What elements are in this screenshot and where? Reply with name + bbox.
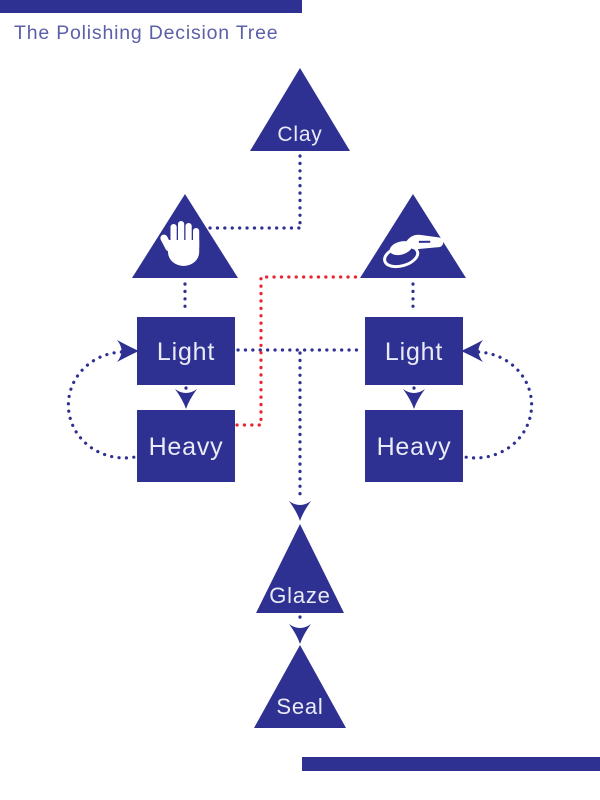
- edge-hand-heavy-loop-arc: [66, 350, 150, 460]
- polisher-icon: [383, 234, 444, 269]
- node-clay-triangle: [250, 68, 350, 151]
- header-accent-bar: [0, 0, 302, 13]
- arrow-into-hand-light-icon: [117, 340, 139, 362]
- hand-icon: [160, 221, 200, 266]
- node-glaze-label: Glaze: [269, 583, 330, 608]
- arrow-down-hand-heavy-icon: [175, 389, 197, 409]
- node-seal-triangle: [254, 645, 346, 728]
- node-machine-light-box: [365, 317, 463, 385]
- edge-hand-heavy-to-machine-red: [235, 275, 362, 427]
- node-machine-heavy-label: Heavy: [377, 433, 452, 461]
- edge-machine-heavy-loop-arc: [450, 350, 534, 460]
- node-seal-label: Seal: [276, 694, 323, 719]
- arrow-down-seal-icon: [289, 624, 311, 644]
- footer-accent-bar: [302, 757, 600, 771]
- arrow-down-glaze-icon: [289, 501, 311, 521]
- arrow-into-machine-light-icon: [461, 340, 483, 362]
- page-title: The Polishing Decision Tree: [14, 22, 278, 44]
- arrow-down-machine-heavy-icon: [403, 389, 425, 409]
- node-clay-label: Clay: [277, 123, 322, 146]
- node-machine-heavy-box: [365, 410, 463, 482]
- node-hand-light-label: Light: [157, 338, 215, 366]
- node-hand-light-box: [137, 317, 235, 385]
- node-glaze-triangle: [256, 524, 344, 613]
- node-hand-triangle: [132, 194, 238, 278]
- node-machine-light-label: Light: [385, 338, 443, 366]
- node-hand-heavy-label: Heavy: [149, 433, 224, 461]
- node-hand-heavy-box: [137, 410, 235, 482]
